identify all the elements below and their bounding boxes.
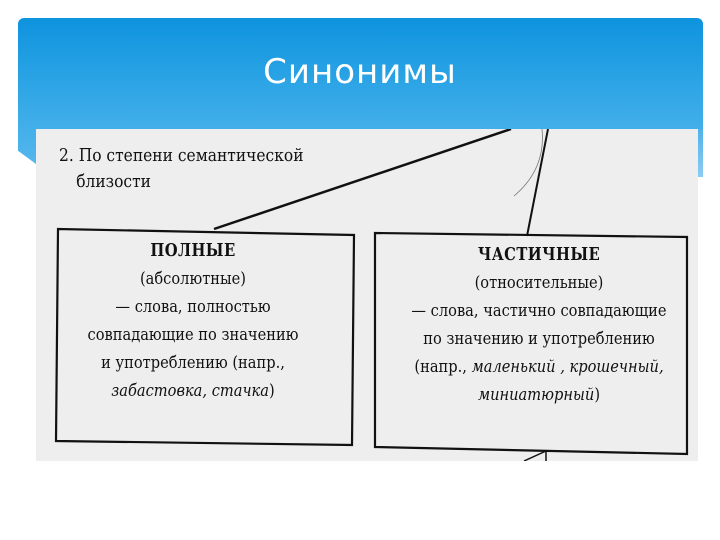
heading-line-2: близости <box>76 171 151 192</box>
example-close: ) <box>594 385 601 405</box>
box-full-synonyms: ПОЛНЫЕ (абсолютные) — слова, полностью с… <box>36 237 350 405</box>
box-text-line: — слова, полностью <box>115 297 271 317</box>
diagram-connector-lines <box>54 129 689 461</box>
box-subtitle: (абсолютные) <box>139 269 247 289</box>
box-text-line: — слова, частично совпадающие <box>411 301 667 321</box>
box-full-border <box>54 227 356 447</box>
box-example-line: (напр., маленький , крошечный, <box>397 353 681 381</box>
box-subtitle: (относительные) <box>474 273 604 293</box>
box-partial-border <box>373 231 689 456</box>
box-title: ЧАСТИЧНЫЕ <box>477 244 601 265</box>
example-words: миниатюрный <box>477 385 595 405</box>
box-text-line: по значению и употреблению <box>423 329 655 349</box>
box-title: ПОЛНЫЕ <box>150 240 236 261</box>
example-prefix: (напр., <box>414 357 472 377</box>
slide-title: Синонимы <box>263 52 457 92</box>
scanned-diagram: 2. По степени семантической близости ПОЛ… <box>36 129 698 461</box>
banner-edge <box>698 129 703 177</box>
example-words: маленький , крошечный, <box>471 357 664 377</box>
box-partial-synonyms: ЧАСТИЧНЫЕ (относительные) — слова, части… <box>374 241 704 409</box>
classification-heading: 2. По степени семантической близости <box>59 143 317 195</box>
example-words: забастовка, стачка <box>111 381 270 401</box>
box-example-line: забастовка, стачка) <box>58 377 328 405</box>
box-text-line: и употреблению (напр., <box>101 353 285 373</box>
box-example-line: миниатюрный) <box>397 381 681 409</box>
box-text-line: совпадающие по значению <box>87 325 299 345</box>
heading-line-1: 2. По степени семантической <box>59 145 304 166</box>
example-close: ) <box>269 381 275 401</box>
